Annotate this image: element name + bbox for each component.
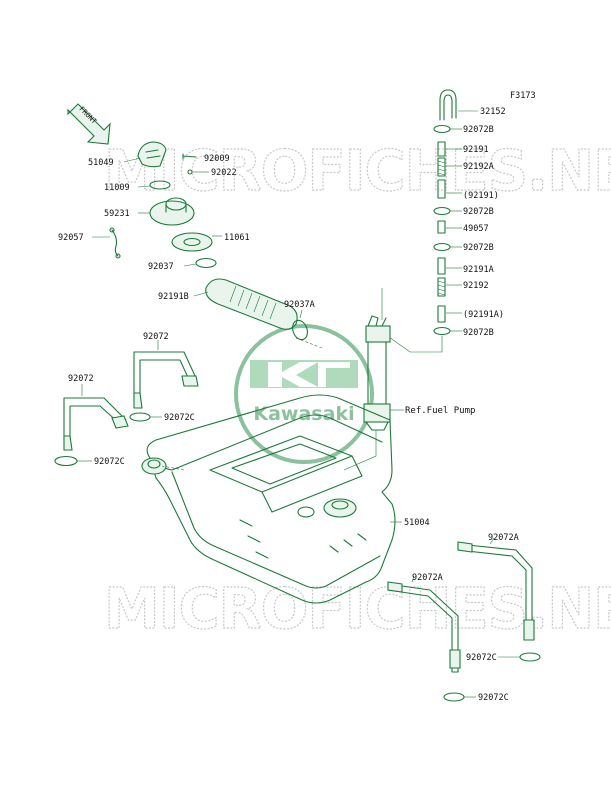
- clamp-92072B-2: [433, 206, 451, 216]
- assembly-lines: [161, 337, 323, 471]
- cap-51049: [137, 141, 167, 168]
- tank-pump-port: [323, 498, 357, 518]
- clamp-92072C-2: [54, 455, 78, 467]
- label-92072-2: 92072: [68, 374, 94, 384]
- gasket-11061: [171, 232, 213, 252]
- strap-92057: [111, 229, 119, 257]
- label-11009: 11009: [104, 183, 130, 193]
- label-11061: 11061: [224, 233, 250, 243]
- label-59231: 59231: [104, 209, 130, 219]
- clamp-92072B-1: [433, 124, 451, 134]
- label-92072C-3: 92072C: [466, 653, 497, 663]
- label-49057: 49057: [463, 224, 489, 234]
- label-92191-1: 92191: [463, 145, 489, 155]
- clamp-92037A: [292, 319, 308, 341]
- label-92037: 92037: [148, 262, 174, 272]
- washer-92022: [187, 169, 193, 175]
- front-arrow: FRONT: [67, 103, 111, 145]
- label-92192A: 92192A: [463, 162, 494, 172]
- label-32152: 32152: [480, 107, 506, 117]
- pipe-92191-2: [437, 179, 446, 199]
- screw-92009: [182, 153, 197, 160]
- label-ref-fuel-pump: Ref.Fuel Pump: [405, 406, 475, 416]
- clamp-92072C-3: [519, 652, 541, 662]
- label-92192: 92192: [463, 281, 489, 291]
- label-51004: 51004: [404, 518, 430, 528]
- strap-92072-upper: [133, 351, 197, 396]
- hose-32152: [439, 89, 457, 121]
- label-92009: 92009: [204, 154, 230, 164]
- hose-92191B: [205, 278, 298, 330]
- clamp-92072B-4: [433, 326, 451, 336]
- label-92072B-4: 92072B: [463, 328, 494, 338]
- kawasaki-logo: Kawasaki: [234, 324, 374, 464]
- gasket-11009: [149, 180, 171, 190]
- label-92072A-2: 92072A: [412, 573, 443, 583]
- label-92191B: 92191B: [158, 292, 189, 302]
- label-92022: 92022: [211, 168, 237, 178]
- label-92072C-4: 92072C: [478, 693, 509, 703]
- fuel-hose-stack: [381, 89, 457, 353]
- right-straps: 92072A 92072A 92072C 92072C: [387, 533, 541, 703]
- label-92057: 92057: [58, 233, 84, 243]
- pipe-92191-1: [437, 141, 446, 157]
- label-92037A: 92037A: [284, 300, 315, 310]
- label-92072C-1: 92072C: [164, 413, 195, 423]
- clamp-92037: [195, 257, 217, 269]
- pipe-92191A-1: [437, 257, 446, 275]
- left-straps: 92072 92072 92072C 92072C: [54, 332, 199, 467]
- fuel-pump-ref: Ref.Fuel Pump: [343, 288, 475, 471]
- label-92072B-2: 92072B: [463, 207, 494, 217]
- kawasaki-logo-text: Kawasaki: [253, 403, 354, 425]
- label-92191-paren: (92191): [463, 191, 499, 201]
- right-labels: 32152 92072B 92191 92192A (92191) 92072B…: [446, 107, 506, 338]
- label-92072B-1: 92072B: [463, 125, 494, 135]
- label-51049: 51049: [88, 158, 114, 168]
- clamp-92072C-1: [129, 412, 151, 422]
- pipe-92191A-2: [437, 305, 446, 323]
- clamp-92072B-3: [433, 242, 451, 252]
- watermark-top: MICROFICHES.NET: [104, 139, 611, 204]
- label-92191A-1: 92191A: [463, 265, 494, 275]
- filler-group: 51049 92009 92022 11009 59231 92057 1106…: [58, 141, 315, 341]
- label-92072-1: 92072: [143, 332, 169, 342]
- label-92072A-1: 92072A: [488, 533, 519, 543]
- fuel-tank-51004: 51004: [141, 394, 430, 604]
- label-92191A-paren: (92191A): [463, 310, 504, 320]
- pump-bottom: [363, 403, 391, 423]
- joint-49057: [437, 220, 446, 234]
- figure-code: F3173: [510, 91, 536, 101]
- clamp-92072C-4: [443, 692, 465, 702]
- label-92072B-3: 92072B: [463, 243, 494, 253]
- neck-59231: [149, 200, 195, 226]
- tank-filler-neck: [141, 457, 167, 475]
- label-92072C-2: 92072C: [94, 457, 125, 467]
- pump-top: [365, 325, 391, 343]
